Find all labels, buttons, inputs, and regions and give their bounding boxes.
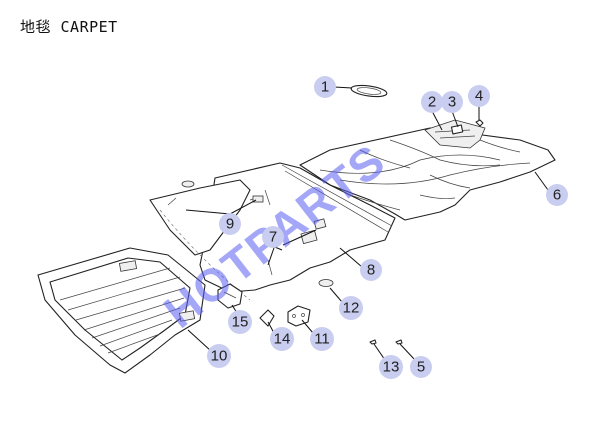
part-screw-13 [369, 339, 377, 345]
callout-4: 4 [468, 85, 490, 107]
callout-1: 1 [314, 76, 336, 98]
callout-5: 5 [410, 356, 432, 378]
callout-15: 15 [228, 310, 252, 334]
callout-label: 13 [383, 359, 400, 376]
callout-8: 8 [360, 259, 382, 281]
part-middle-carpet [199, 162, 396, 293]
part-grommet-12 [318, 279, 334, 287]
callout-label: 7 [269, 229, 277, 246]
part-screw-5 [395, 339, 403, 345]
callout-label: 10 [211, 348, 228, 365]
callout-3: 3 [441, 91, 463, 113]
part-bracket-15 [217, 283, 243, 309]
part-bracket-11 [287, 305, 311, 327]
callout-7: 7 [262, 226, 284, 248]
callout-14: 14 [270, 327, 294, 351]
callout-label: 1 [321, 79, 329, 96]
callout-10: 10 [207, 344, 231, 368]
callout-6: 6 [546, 184, 568, 206]
callout-label: 11 [314, 331, 330, 348]
callout-label: 6 [553, 187, 561, 204]
callout-label: 8 [367, 262, 375, 279]
callout-label: 2 [428, 94, 436, 111]
part-front-carpet [149, 179, 264, 301]
page-title: 地毯 CARPET [20, 18, 118, 36]
callout-label: 3 [448, 94, 456, 111]
callout-13: 13 [379, 355, 403, 379]
callout-label: 5 [417, 359, 425, 376]
callout-2: 2 [421, 91, 443, 113]
callout-label: 4 [475, 88, 483, 105]
callout-label: 9 [226, 216, 234, 233]
callout-label: 12 [343, 300, 360, 317]
part-clip-4 [475, 119, 484, 127]
part-grommet [350, 84, 388, 98]
callout-12: 12 [339, 296, 363, 320]
callout-11: 11 [310, 327, 334, 351]
callout-9: 9 [219, 213, 241, 235]
callout-label: 14 [274, 331, 291, 348]
part-trunk-liner [37, 247, 206, 374]
callout-label: 15 [232, 314, 249, 331]
part-clip-14 [259, 309, 275, 327]
